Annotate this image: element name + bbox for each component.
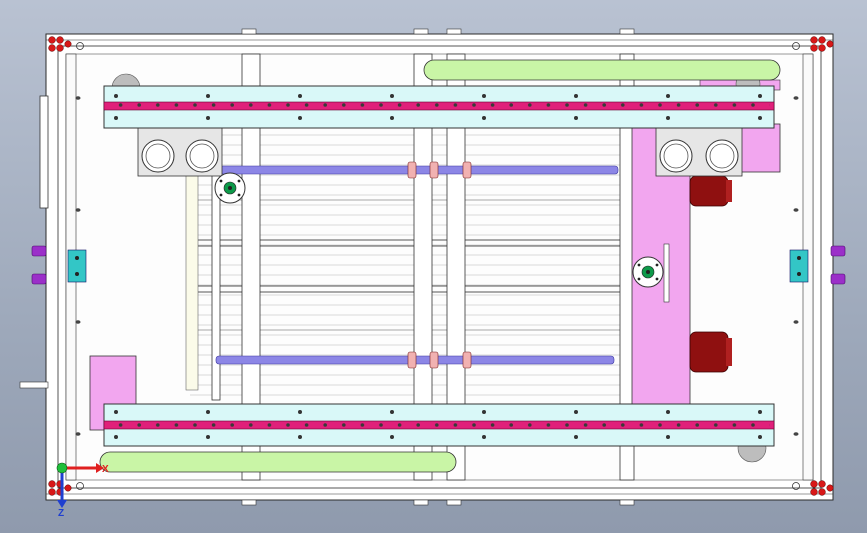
- coordinate-triad: [56, 462, 104, 508]
- roller-bed: [185, 130, 620, 400]
- motors: [689, 175, 732, 373]
- conveyor-rail-top: [103, 85, 775, 129]
- vertical-members: [211, 53, 635, 481]
- conveyor-rail-bottom: [103, 403, 775, 447]
- flanges: [214, 172, 670, 303]
- side-brackets: [67, 249, 809, 283]
- z-axis-label: Z: [58, 508, 64, 519]
- drive-shafts: [215, 161, 619, 369]
- belts: [99, 59, 781, 473]
- x-axis-label: X: [102, 464, 109, 475]
- corner-connectors: [48, 36, 834, 496]
- side-handles: [31, 245, 846, 285]
